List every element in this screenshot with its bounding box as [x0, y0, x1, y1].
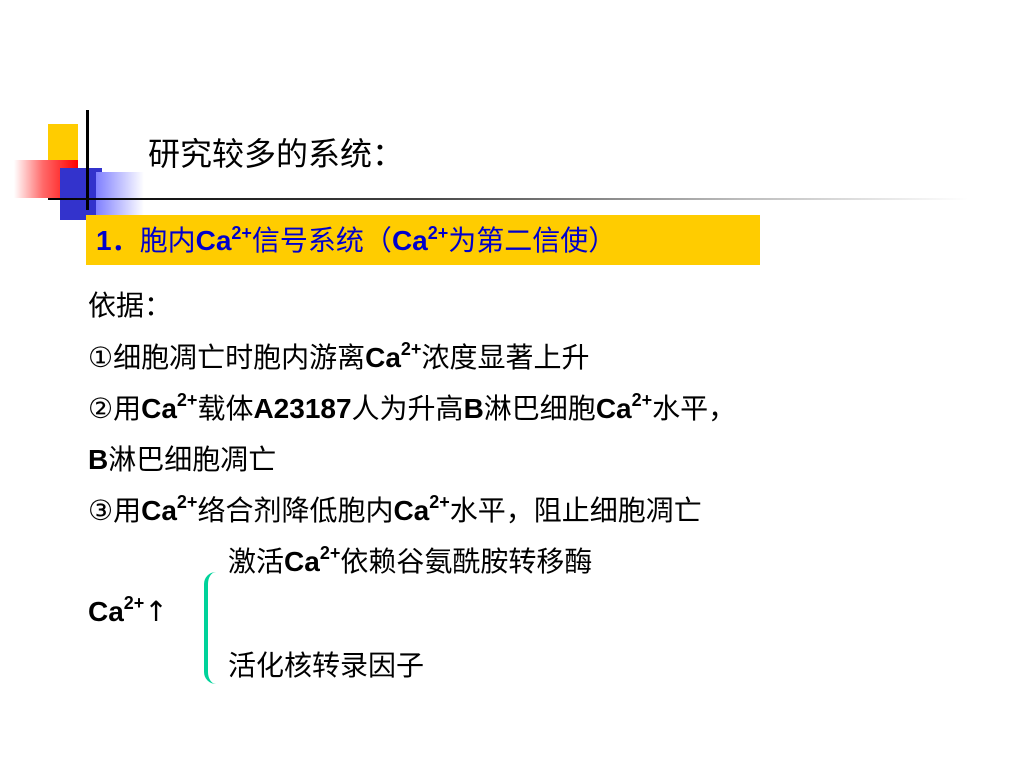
- section-banner: [86, 215, 760, 265]
- calcium-increase-label: Ca2+↑: [88, 593, 168, 628]
- deco-blue-gradient: [96, 172, 144, 218]
- deco-vertical-line: [86, 110, 89, 210]
- evidence-item-2-continued: B淋巴细胞凋亡: [88, 443, 277, 476]
- evidence-item-1: ①细胞凋亡时胞内游离Ca2+浓度显著上升: [88, 339, 590, 374]
- effect-activate-transcription-factor: 活化核转录因子: [228, 649, 425, 682]
- basis-label: 依据：: [88, 289, 173, 322]
- section-heading: 1．胞内Ca2+信号系统（Ca2+为第二信使）: [96, 223, 617, 257]
- evidence-item-3: ③用Ca2+络合剂降低胞内Ca2+水平，阻止细胞凋亡: [88, 492, 702, 527]
- deco-blue-block: [60, 168, 102, 220]
- branch-bracket: [204, 572, 216, 684]
- title-underline: [48, 198, 968, 200]
- slide-title: 研究较多的系统：: [148, 135, 405, 173]
- evidence-item-2: ②用Ca2+载体A23187人为升高B淋巴细胞Ca2+水平，: [88, 390, 737, 425]
- effect-activate-transglutaminase: 激活Ca2+依赖谷氨酰胺转移酶: [228, 543, 593, 578]
